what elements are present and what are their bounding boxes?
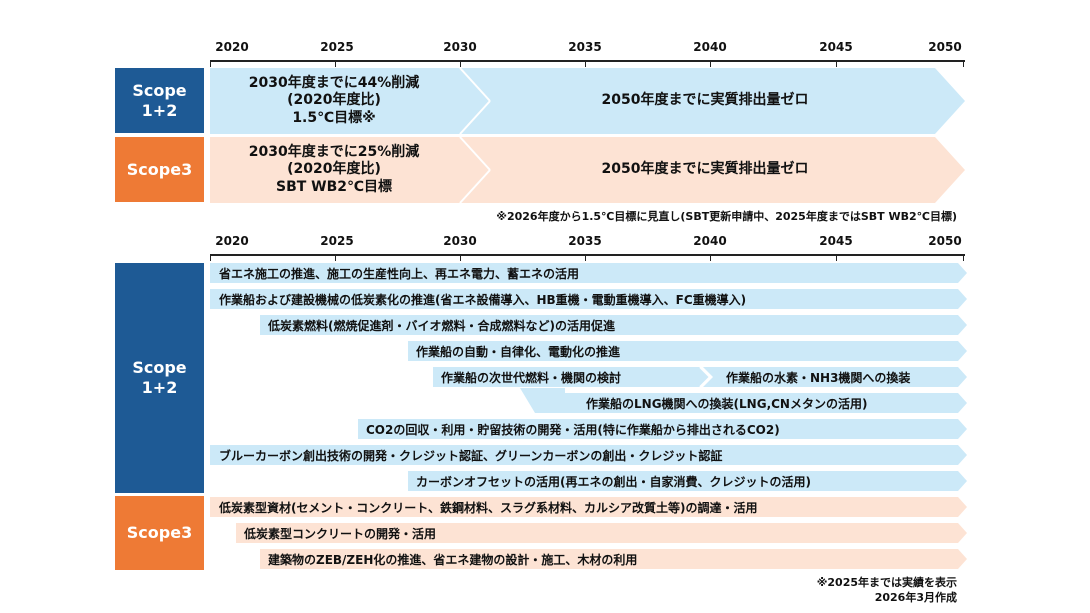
tick — [585, 254, 586, 261]
scope3-2030-target: 2030年度までに25%削減 (2020年度比) SBT WB2℃目標 — [248, 143, 420, 195]
measure-arrow — [260, 549, 967, 569]
tick — [710, 254, 711, 261]
scope12-2030-target: 2030年度までに44%削減 (2020年度比) 1.5℃目標※ — [248, 74, 420, 126]
tick — [585, 60, 586, 67]
measure-arrow — [210, 263, 967, 283]
measure-text: 作業船の次世代燃料・機関の検討 — [441, 370, 622, 385]
bottom-footnote-1: ※2025年までは実績を表示 — [816, 576, 957, 589]
tick — [963, 254, 964, 261]
year-label: 2045 — [819, 40, 853, 54]
top-footnote: ※2026年度から1.5℃目標に見直し(SBT更新申請中、2025年度まではSB… — [496, 210, 957, 223]
measure-text: 作業船のLNG機関への換装(LNG,CNメタンの活用) — [586, 396, 868, 411]
year-label: 2050 — [928, 234, 962, 248]
tick — [460, 254, 461, 261]
measure-arrow — [358, 419, 967, 439]
year-label: 2020 — [215, 234, 249, 248]
tick — [836, 60, 837, 67]
scope3-2030-arrow — [210, 137, 490, 203]
tick — [335, 254, 336, 261]
measure-text: 作業船の自動・自律化、電動化の推進 — [416, 344, 621, 359]
axis-line — [210, 254, 965, 256]
measure-text: CO2の回収・利用・貯留技術の開発・活用(特に作業船から排出されるCO2) — [366, 422, 780, 437]
measure-arrow — [703, 367, 967, 387]
tick — [460, 60, 461, 67]
tick — [836, 254, 837, 261]
tick — [963, 60, 964, 67]
year-label: 2045 — [819, 234, 853, 248]
bottom-footnote-2: 2026年3月作成 — [874, 591, 957, 604]
year-label: 2020 — [215, 40, 249, 54]
scope3-2050-target: 2050年度までに実質排出量ゼロ — [601, 161, 809, 178]
measure-text: カーボンオフセットの活用(再エネの創出・自家消費、クレジットの活用) — [416, 474, 811, 489]
scope12-2050-target: 2050年度までに実質排出量ゼロ — [601, 92, 809, 109]
measure-text-next: 作業船の水素・NH3機関への換装 — [726, 370, 911, 385]
measure-text: 省エネ施工の推進、施工の生産性向上、再エネ電力、蓄エネの活用 — [219, 266, 580, 281]
tick — [335, 60, 336, 67]
year-label: 2030 — [443, 234, 477, 248]
year-label: 2040 — [693, 40, 727, 54]
year-label: 2030 — [443, 40, 477, 54]
measure-arrow — [433, 367, 710, 387]
scope3-label-bottom: Scope3 — [115, 496, 204, 570]
measure-text: ブルーカーボン創出技術の開発・クレジット認証、グリーンカーボンの創出・クレジット… — [219, 448, 723, 463]
measure-arrow — [520, 388, 967, 413]
measure-text: 低炭素型資材(セメント・コンクリート、鉄鋼材料、スラグ系材料、カルシア改質土等)… — [219, 500, 758, 515]
year-label: 2040 — [693, 234, 727, 248]
measure-arrow — [236, 523, 967, 543]
measure-arrow — [408, 341, 967, 361]
year-label: 2035 — [568, 234, 602, 248]
scope12-2030-arrow — [210, 68, 490, 134]
scope12-2050-arrow — [460, 68, 965, 134]
scope3-label-top: Scope3 — [115, 137, 204, 202]
measure-text: 低炭素型コンクリートの開発・活用 — [244, 526, 437, 541]
year-label: 2050 — [928, 40, 962, 54]
measure-arrow — [210, 289, 967, 309]
measure-arrow — [408, 471, 967, 491]
year-label: 2025 — [320, 40, 354, 54]
year-label: 2035 — [568, 40, 602, 54]
axis-line — [210, 60, 965, 62]
year-label: 2025 — [320, 234, 354, 248]
measure-arrow — [210, 445, 967, 465]
measure-arrow — [260, 315, 967, 335]
measure-arrow — [210, 497, 967, 517]
tick — [710, 60, 711, 67]
tick — [210, 254, 211, 261]
measure-text: 低炭素燃料(燃焼促進剤・バイオ燃料・合成燃料など)の活用促進 — [268, 318, 615, 333]
measure-text: 作業船および建設機械の低炭素化の推進(省エネ設備導入、HB重機・電動重機導入、F… — [219, 292, 747, 307]
measure-text: 建築物のZEB/ZEH化の推進、省エネ建物の設計・施工、木材の利用 — [268, 552, 638, 567]
tick — [210, 60, 211, 67]
scope3-2050-arrow — [460, 137, 965, 203]
